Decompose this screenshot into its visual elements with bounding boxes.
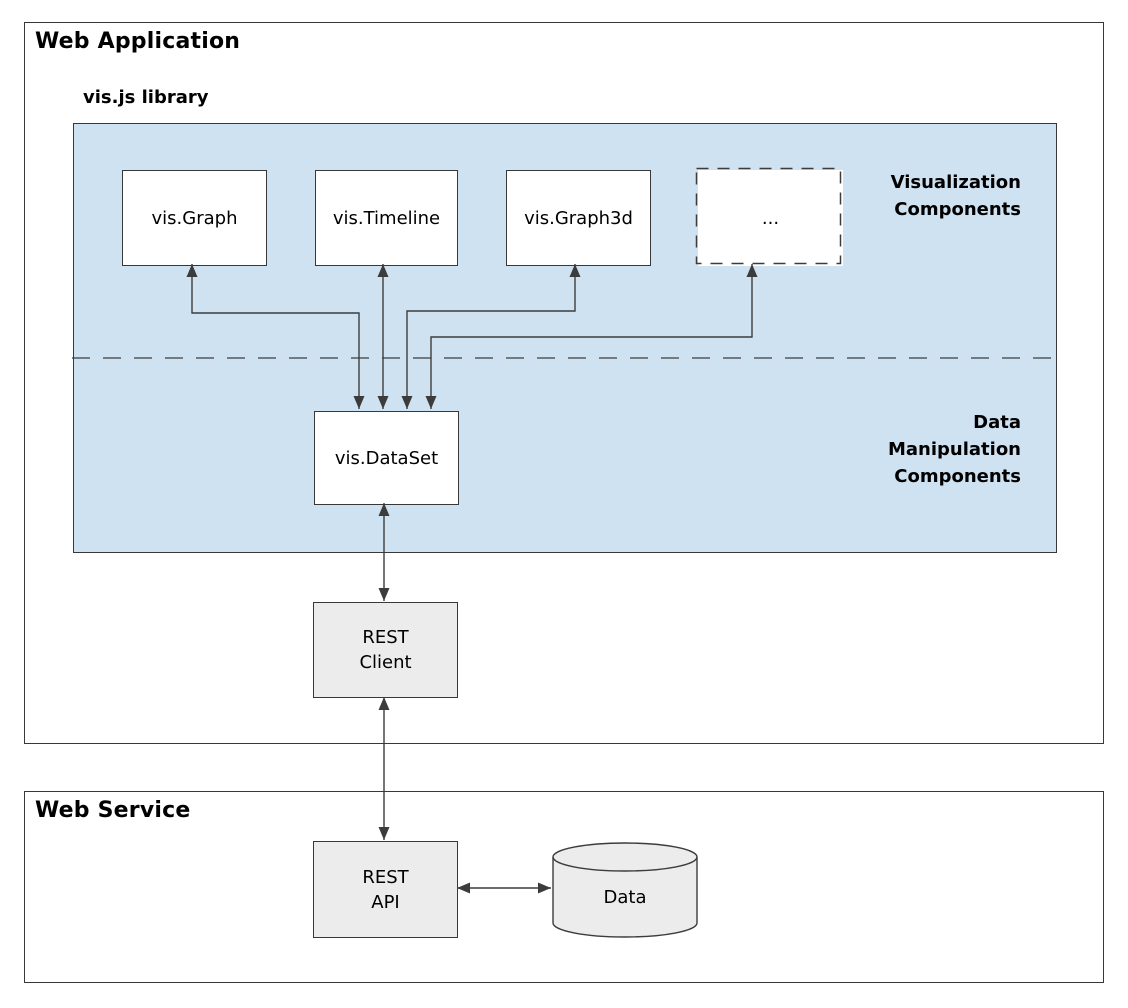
rest-client-box: REST Client [313, 602, 458, 698]
data-store-label: Data [603, 886, 647, 908]
vis-timeline-box: vis.Timeline [315, 170, 458, 266]
web-application-frame: Web Application vis.js library vis.Graph… [24, 22, 1104, 744]
vis-graph-box: vis.Graph [122, 170, 267, 266]
rest-api-box: REST API [313, 841, 458, 938]
vis-dataset-label: vis.DataSet [334, 447, 439, 469]
vis-timeline-label: vis.Timeline [332, 207, 441, 229]
vis-graph3d-box: vis.Graph3d [506, 170, 651, 266]
vis-library-panel: vis.Graph vis.Timeline vis.Graph3d ... v… [73, 123, 1057, 553]
web-application-title: Web Application [35, 29, 241, 54]
vis-graph-label: vis.Graph [151, 207, 238, 229]
data-store-cylinder: Data [552, 842, 698, 938]
visualization-components-label: Visualization Components [890, 172, 1021, 220]
web-service-title: Web Service [35, 798, 191, 823]
vis-graph3d-label: vis.Graph3d [524, 207, 633, 229]
more-components-label: ... [761, 207, 780, 229]
data-manipulation-components-label: Data Manipulation Components [887, 412, 1021, 487]
vis-dataset-box: vis.DataSet [314, 411, 459, 505]
rest-api-label: REST API [362, 866, 409, 913]
vis-library-title: vis.js library [83, 87, 209, 108]
web-service-frame: Web Service REST API Data [24, 791, 1104, 983]
rest-client-label: REST Client [359, 627, 412, 673]
cylinder-shape [552, 842, 698, 938]
